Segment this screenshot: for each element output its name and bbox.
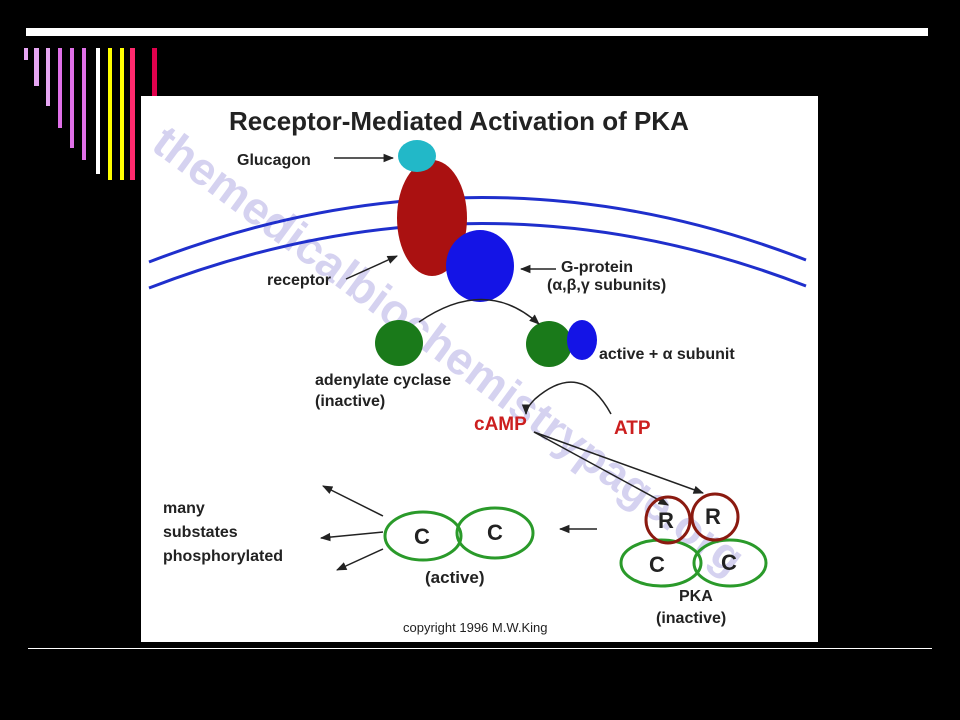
active-cyclase-shape	[526, 321, 572, 367]
pka-inactive-label: (inactive)	[656, 610, 727, 627]
atp-to-camp-curve	[521, 381, 612, 416]
decorative-stripes	[24, 48, 157, 180]
pka-label: PKA	[679, 588, 713, 605]
membrane-outer	[148, 196, 807, 264]
phosphorylated-label: phosphorylated	[163, 548, 284, 565]
stripe-bar	[82, 48, 86, 160]
camp-label: cAMP	[474, 414, 527, 435]
membrane-inner	[148, 222, 807, 290]
stripe-bar	[108, 48, 112, 180]
figure-title: Receptor-Mediated Activation of PKA	[229, 106, 689, 136]
copyright-text: copyright 1996 M.W.King	[403, 620, 548, 635]
stripe-bar	[96, 48, 100, 174]
active-alpha-label: active + α subunit	[599, 346, 735, 363]
cyclase-inactive-label: (inactive)	[315, 393, 386, 410]
adenylate-cyclase-label: adenylate cyclase	[315, 372, 452, 389]
pka-c1-letter: C	[649, 552, 665, 577]
substrate-arrow-3	[336, 548, 384, 571]
substrate-arrow-1	[322, 485, 384, 517]
many-label: many	[163, 500, 205, 517]
atp-label: ATP	[614, 418, 651, 439]
camp-to-r2-arrow	[533, 431, 704, 494]
active-c-subunit-2	[455, 506, 535, 560]
stripe-bar	[152, 48, 157, 140]
stripe-bar	[120, 48, 124, 180]
pka-r-subunit-2	[690, 492, 740, 542]
receptor-label: receptor	[267, 272, 332, 289]
g-protein-label: G-protein	[561, 259, 633, 276]
stripe-bar	[46, 48, 50, 106]
glucagon-label: Glucagon	[237, 152, 311, 169]
stripe-bar	[130, 48, 135, 180]
g-protein-subunits-label: (α,β,γ subunits)	[547, 277, 667, 294]
stripe-bar	[34, 48, 39, 86]
stripe-bar	[70, 48, 74, 148]
camp-to-r1-arrow	[533, 431, 669, 506]
alpha-subunit-shape	[567, 320, 597, 360]
active-c-subunit-1	[383, 510, 463, 562]
top-rule	[26, 28, 928, 36]
pka-r2-letter: R	[705, 504, 721, 529]
figure-panel: themedicalbiochemistrypage.org	[141, 96, 818, 642]
active-c2-letter: C	[487, 520, 503, 545]
diagram-canvas	[148, 140, 807, 588]
adenylate-cyclase-shape	[375, 320, 423, 366]
substrate-arrow-2	[319, 531, 384, 542]
receptor-arrow	[345, 255, 398, 280]
pka-r-subunit-1	[644, 495, 692, 545]
pka-c-subunit-2	[692, 538, 768, 588]
activation-curve-arrow	[418, 298, 540, 325]
pka-r1-letter: R	[658, 508, 674, 533]
receptor-shape	[397, 160, 467, 276]
g-protein-shape	[446, 230, 514, 302]
active-c1-letter: C	[414, 524, 430, 549]
pka-c2-letter: C	[721, 550, 737, 575]
glucagon-shape	[398, 140, 436, 172]
stripe-bar	[24, 48, 28, 60]
active-label: (active)	[425, 568, 485, 587]
stripe-bar	[58, 48, 62, 128]
bottom-rule	[28, 648, 932, 649]
pka-c-subunit-1	[619, 538, 703, 588]
substates-label: substates	[163, 524, 238, 541]
